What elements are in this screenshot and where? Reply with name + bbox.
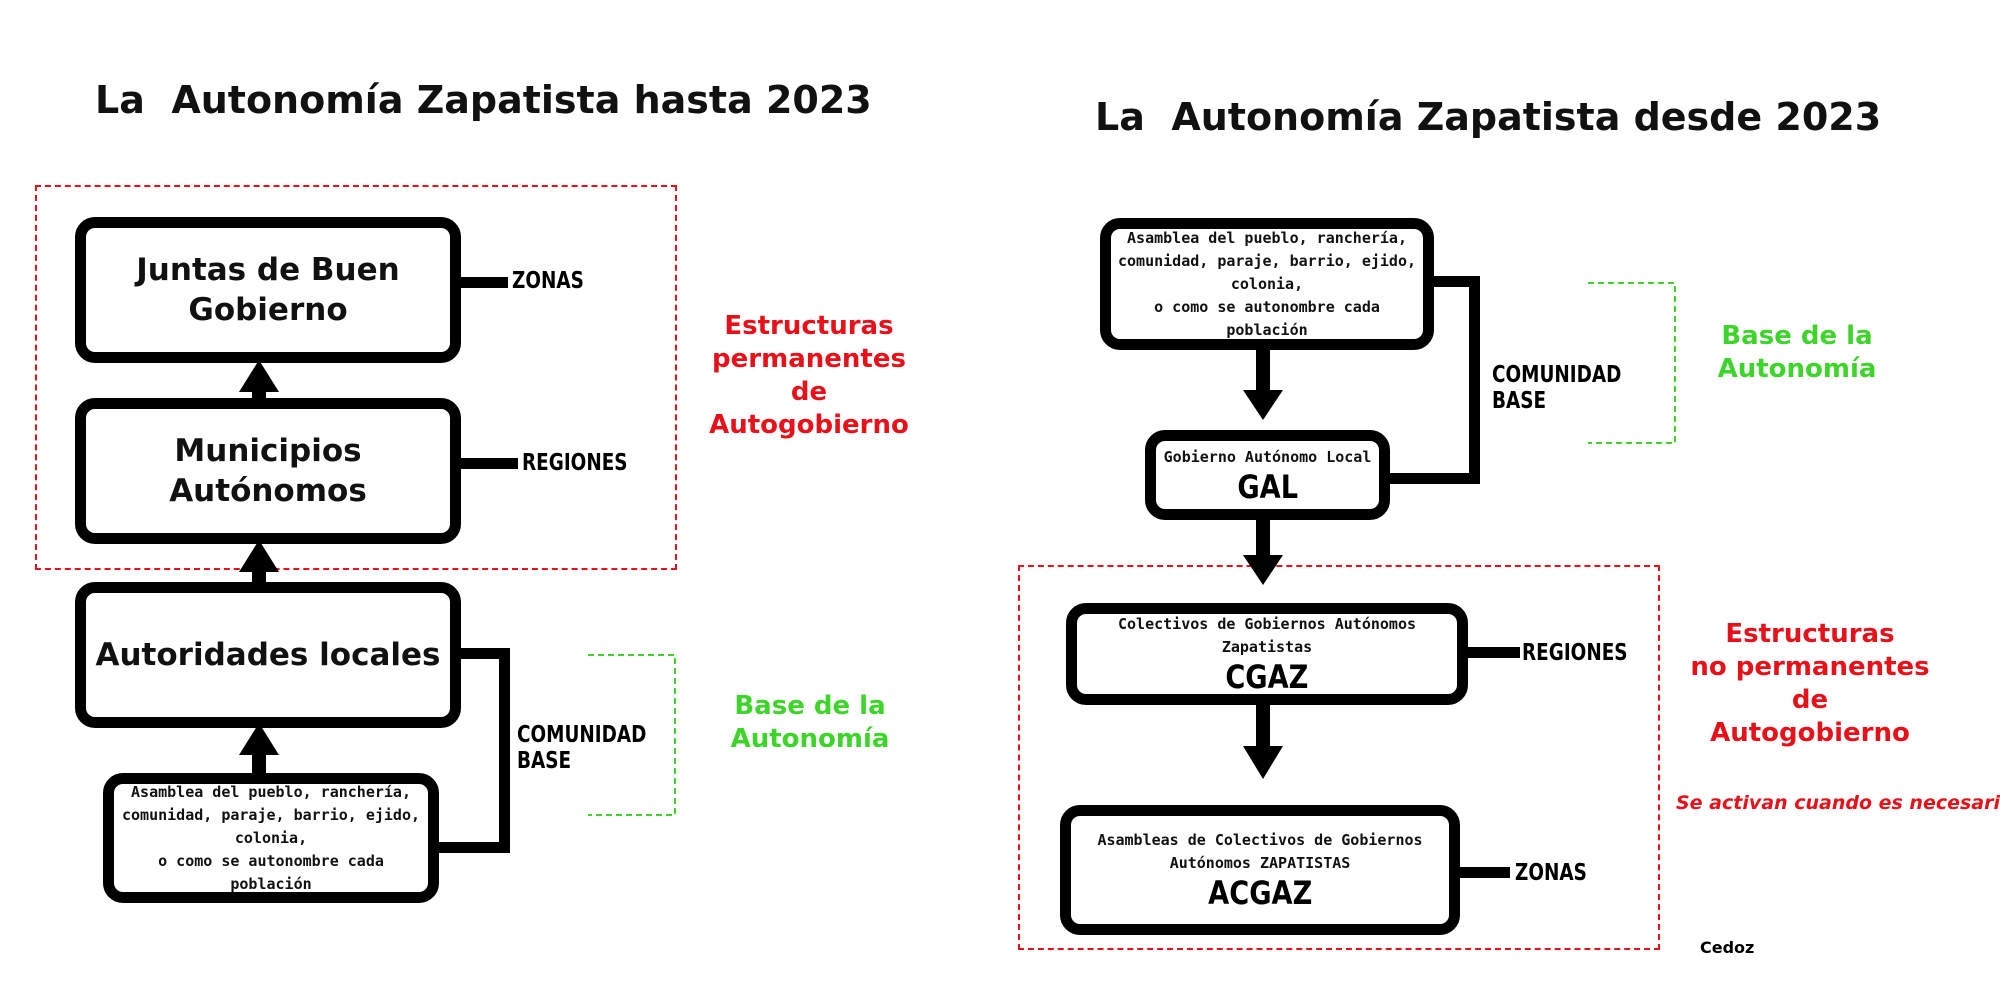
left-base-label: BASE [517, 748, 572, 774]
right-asamblea-line1: Asamblea del pueblo, ranchería, [1127, 228, 1407, 247]
acgaz-subtitle-line2: Autónomos ZAPATISTAS [1169, 854, 1351, 872]
acgaz-box: Asambleas de Colectivos de Gobiernos Aut… [1060, 805, 1460, 935]
left-comunidad-connector-vertical [499, 648, 510, 853]
left-zonas-connector [458, 277, 508, 288]
right-red-line4: Autogobierno [1710, 718, 1910, 748]
left-green-line1: Base de la [734, 691, 886, 721]
right-green-bracket [1588, 282, 1676, 444]
autoridades-locales-box: Autoridades locales [75, 582, 461, 728]
left-green-bracket [588, 654, 676, 816]
left-comunidad-connector-top [458, 648, 510, 659]
right-zonas-label: ZONAS [1515, 860, 1587, 886]
municipios-autonomos-box: Municipios Autónomos [75, 398, 461, 544]
left-asamblea-line1: Asamblea del pueblo, ranchería, [131, 782, 411, 801]
left-base-autonomia-note: Base de la Autonomía [715, 690, 905, 756]
right-nonpermanent-structures-frame [1018, 565, 1660, 950]
right-arrow-shaft-2 [1256, 515, 1270, 557]
right-asamblea-line3: o como se autonombre cada población [1154, 297, 1380, 339]
gal-subtitle: Gobierno Autónomo Local [1163, 447, 1372, 466]
left-zonas-label: ZONAS [512, 268, 584, 294]
right-arrow-down-icon-3 [1243, 746, 1283, 779]
right-red-line2: no permanentes [1690, 652, 1930, 682]
right-nonpermanent-structures-note: Estructuras no permanentes de Autogobier… [1690, 618, 1930, 750]
right-base-label: BASE [1492, 388, 1547, 414]
left-arrow-up-icon-2 [239, 540, 279, 572]
right-arrow-down-icon-1 [1243, 390, 1283, 420]
municipios-label-line1: Municipios [174, 433, 362, 469]
right-base-autonomia-note: Base de la Autonomía [1702, 320, 1892, 386]
left-permanent-structures-note: Estructuras permanentes de Autogobierno [700, 310, 918, 442]
right-comunidad-connector-bottom [1380, 473, 1480, 484]
right-regiones-connector [1462, 647, 1520, 658]
credit-label: Cedoz [1700, 938, 1755, 957]
autoridades-label: Autoridades locales [95, 637, 441, 673]
left-asamblea-line3: o como se autonombre cada población [158, 851, 384, 893]
right-comunidad-connector-vertical [1469, 276, 1480, 484]
right-red-line3: de [1791, 685, 1829, 715]
right-comunidad-label: COMUNIDAD [1492, 362, 1622, 388]
left-asamblea-line2: comunidad, paraje, barrio, ejido, coloni… [121, 805, 420, 847]
cgaz-box: Colectivos de Gobiernos Autónomos Zapati… [1066, 603, 1468, 705]
acgaz-acronym: ACGAZ [1207, 874, 1313, 912]
left-green-line2: Autonomía [730, 724, 890, 754]
left-red-line4: Autogobierno [709, 410, 909, 440]
right-asamblea-line2: comunidad, paraje, barrio, ejido, coloni… [1117, 251, 1416, 293]
right-green-line2: Autonomía [1717, 354, 1877, 384]
left-regiones-label: REGIONES [522, 450, 628, 476]
municipios-label-line2: Autónomos [169, 473, 367, 509]
left-comunidad-connector-bottom [432, 842, 510, 853]
left-diagram-title: La Autonomía Zapatista hasta 2023 [95, 78, 872, 122]
right-regiones-label: REGIONES [1522, 640, 1628, 666]
left-arrow-shaft-3 [252, 748, 266, 778]
left-red-line1: Estructuras [724, 311, 894, 341]
left-asamblea-box: Asamblea del pueblo, ranchería, comunida… [103, 773, 439, 903]
left-permanent-structures-frame [35, 185, 677, 570]
gal-box: Gobierno Autónomo Local GAL [1145, 430, 1390, 520]
right-diagram-title: La Autonomía Zapatista desde 2023 [1095, 95, 1882, 139]
activation-note: Se activan cuando es necesario [1676, 792, 2000, 814]
juntas-label-line1: Juntas de Buen [136, 252, 400, 288]
acgaz-subtitle-line1: Asambleas de Colectivos de Gobiernos [1097, 831, 1423, 849]
gal-acronym: GAL [1237, 467, 1298, 506]
cgaz-subtitle: Colectivos de Gobiernos Autónomos Zapati… [1117, 615, 1416, 656]
right-arrow-shaft-1 [1256, 340, 1270, 392]
cgaz-acronym: CGAZ [1225, 658, 1309, 696]
right-comunidad-connector-top [1420, 276, 1480, 287]
left-arrow-up-icon-3 [239, 723, 279, 755]
juntas-label-line2: Gobierno [188, 292, 348, 328]
left-red-line3: de [790, 377, 828, 407]
left-comunidad-label: COMUNIDAD [517, 722, 647, 748]
left-regiones-connector [458, 458, 518, 469]
juntas-de-buen-gobierno-box: Juntas de Buen Gobierno [75, 217, 461, 363]
right-arrow-down-icon-2 [1243, 555, 1283, 585]
left-arrow-up-icon [239, 360, 279, 392]
left-red-line2: permanentes [712, 344, 906, 374]
right-green-line1: Base de la [1721, 321, 1873, 351]
right-zonas-connector [1455, 867, 1510, 878]
right-asamblea-box: Asamblea del pueblo, ranchería, comunida… [1100, 218, 1434, 350]
right-arrow-shaft-3 [1256, 698, 1270, 748]
right-red-line1: Estructuras [1725, 619, 1895, 649]
